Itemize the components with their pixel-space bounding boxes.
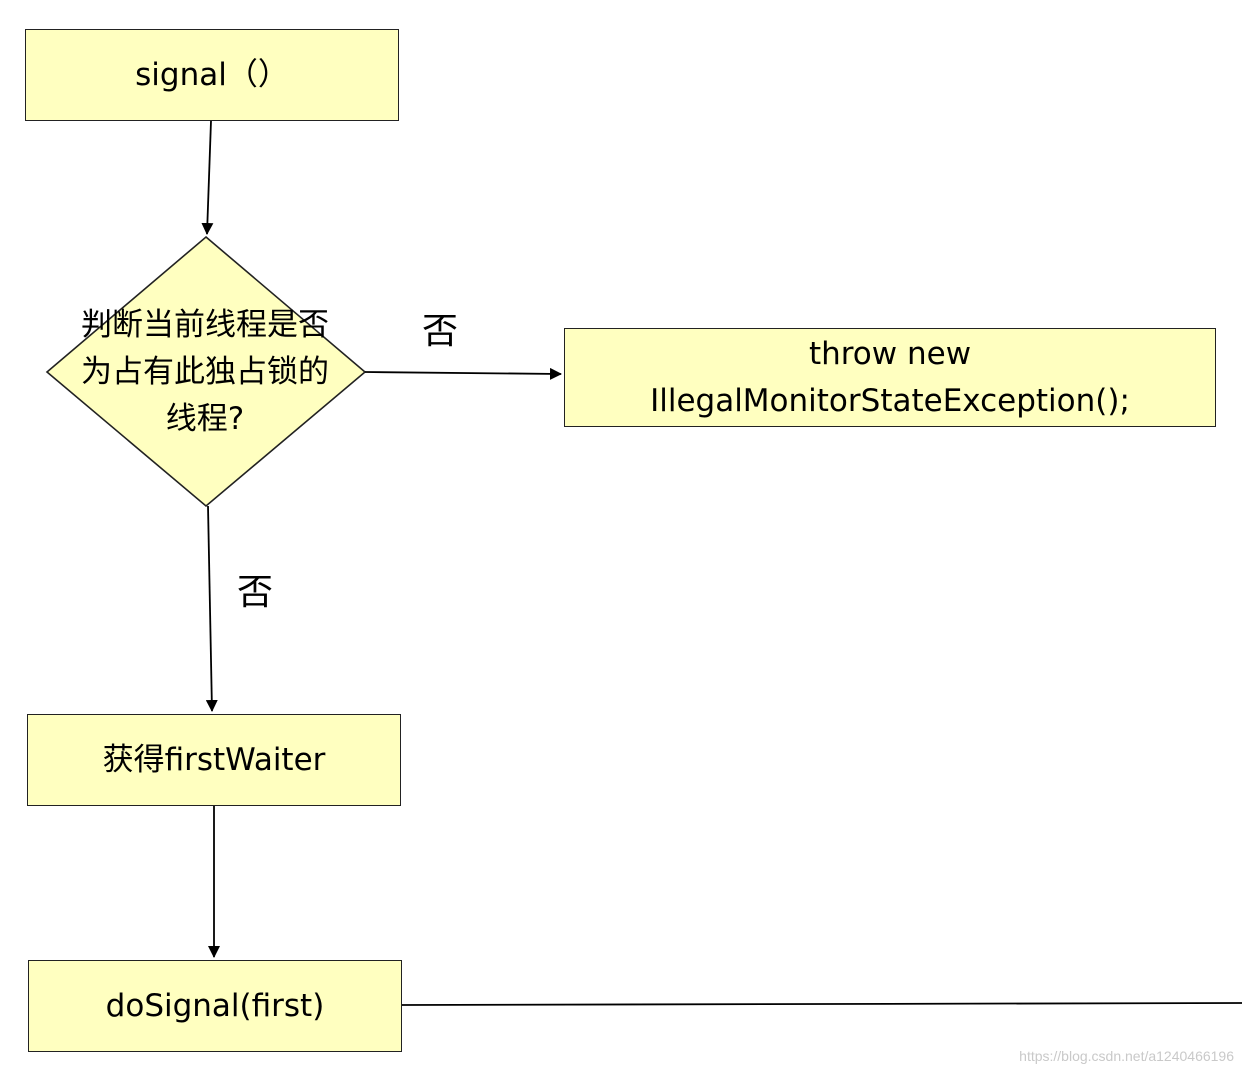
line-dosignal-exit [401,1002,1242,1006]
arrow-signal-to-decision [201,120,214,235]
arrow-decision-to-firstwaiter [205,505,218,712]
decision-label: 判断当前线程是否 为占有此独占锁的 线程? [81,307,329,437]
decision-diamond[interactable] [45,235,367,508]
throw-node-line2: IllegalMonitorStateException(); [650,382,1130,419]
do-signal-label: doSignal(first) [105,987,325,1024]
signal-node[interactable]: signal（） [25,29,399,121]
signal-node-label: signal（） [135,56,289,93]
watermark-text: https://blog.csdn.net/a1240466196 [1019,1048,1234,1064]
edge-label-right-no: 否 [422,311,459,352]
first-waiter-node[interactable]: 获得firstWaiter [27,714,401,806]
arrow-decision-to-throw [364,367,562,380]
throw-exception-node[interactable]: throw new IllegalMonitorStateException()… [564,328,1216,427]
edge-label-down-no: 否 [237,572,274,613]
throw-node-line1: throw new [808,336,972,372]
do-signal-node[interactable]: doSignal(first) [28,960,402,1052]
first-waiter-label: 获得firstWaiter [102,741,326,778]
